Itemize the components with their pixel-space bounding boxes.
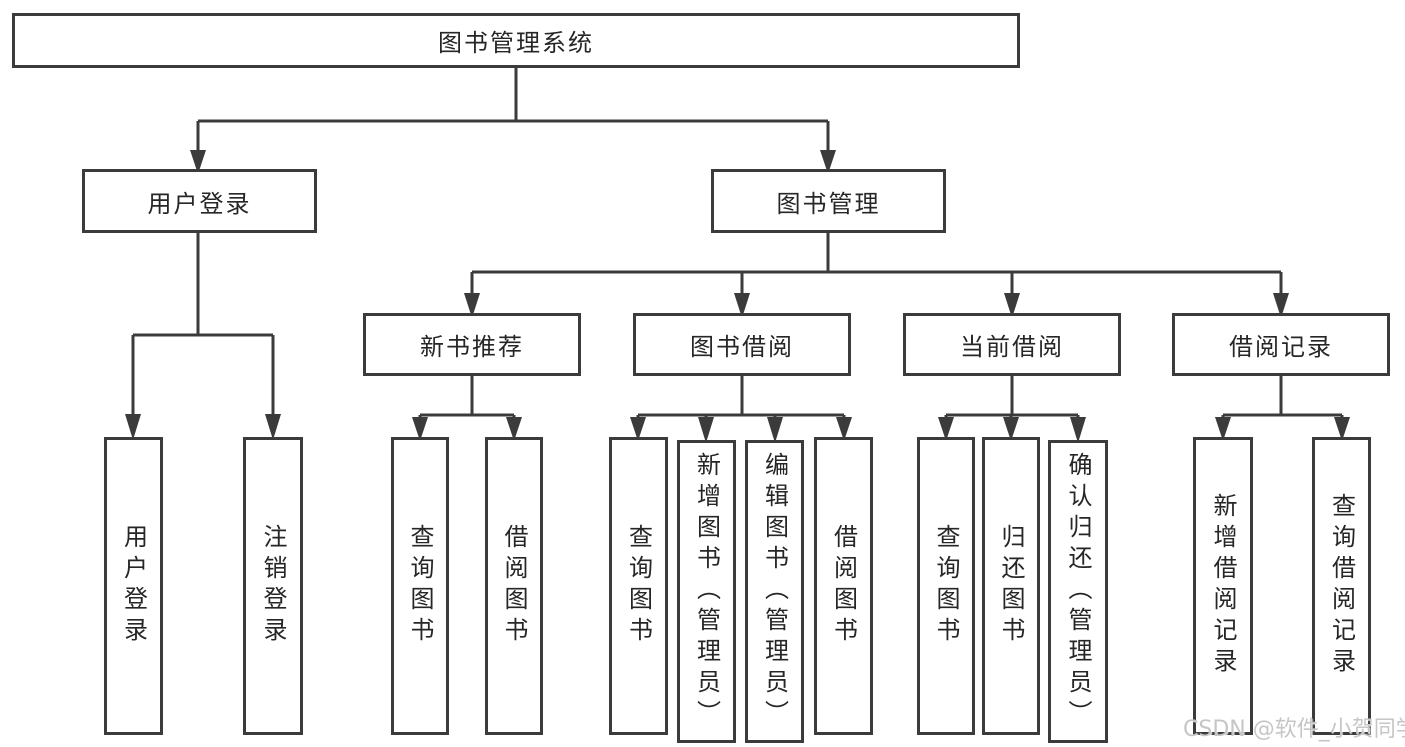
node-borrow-records: 借阅记录 [1172,313,1390,376]
connector-current-borrow [938,376,1086,443]
connector-book-borrow [630,376,852,443]
node-current-borrow: 当前借阅 [903,313,1121,376]
leaf-recommend-borrow-books: 借阅图书 [485,437,543,735]
connector-borrow-records [1215,376,1350,441]
node-new-book-recommend: 新书推荐 [363,313,581,376]
leaf-query-borrow-record: 查询借阅记录 [1312,437,1371,735]
leaf-edit-books-admin: 编辑图书（管理员） [745,440,804,743]
leaf-current-query-books: 查询图书 [917,437,975,735]
leaf-logout: 注销登录 [243,437,303,735]
leaf-add-borrow-record: 新增借阅记录 [1193,437,1253,735]
connector-new-book-recommend [412,376,522,441]
leaf-user-login: 用户登录 [104,437,163,735]
connector-root [190,68,836,174]
leaf-borrow-query-books: 查询图书 [609,437,668,735]
leaf-add-books-admin: 新增图书（管理员） [677,440,736,743]
connector-user-login [125,233,281,440]
node-user-login: 用户登录 [82,169,317,233]
watermark: CSDN @软件_小贺同学 [1183,717,1405,742]
leaf-borrow-books: 借阅图书 [814,437,873,735]
leaf-return-books: 归还图书 [982,437,1040,735]
connector-book-management [464,233,1289,318]
leaf-confirm-return-admin: 确认归还（管理员） [1048,440,1108,743]
node-book-management: 图书管理 [711,169,946,233]
node-root: 图书管理系统 [12,13,1020,68]
leaf-recommend-query-books: 查询图书 [391,437,449,735]
node-book-borrow: 图书借阅 [633,313,851,376]
